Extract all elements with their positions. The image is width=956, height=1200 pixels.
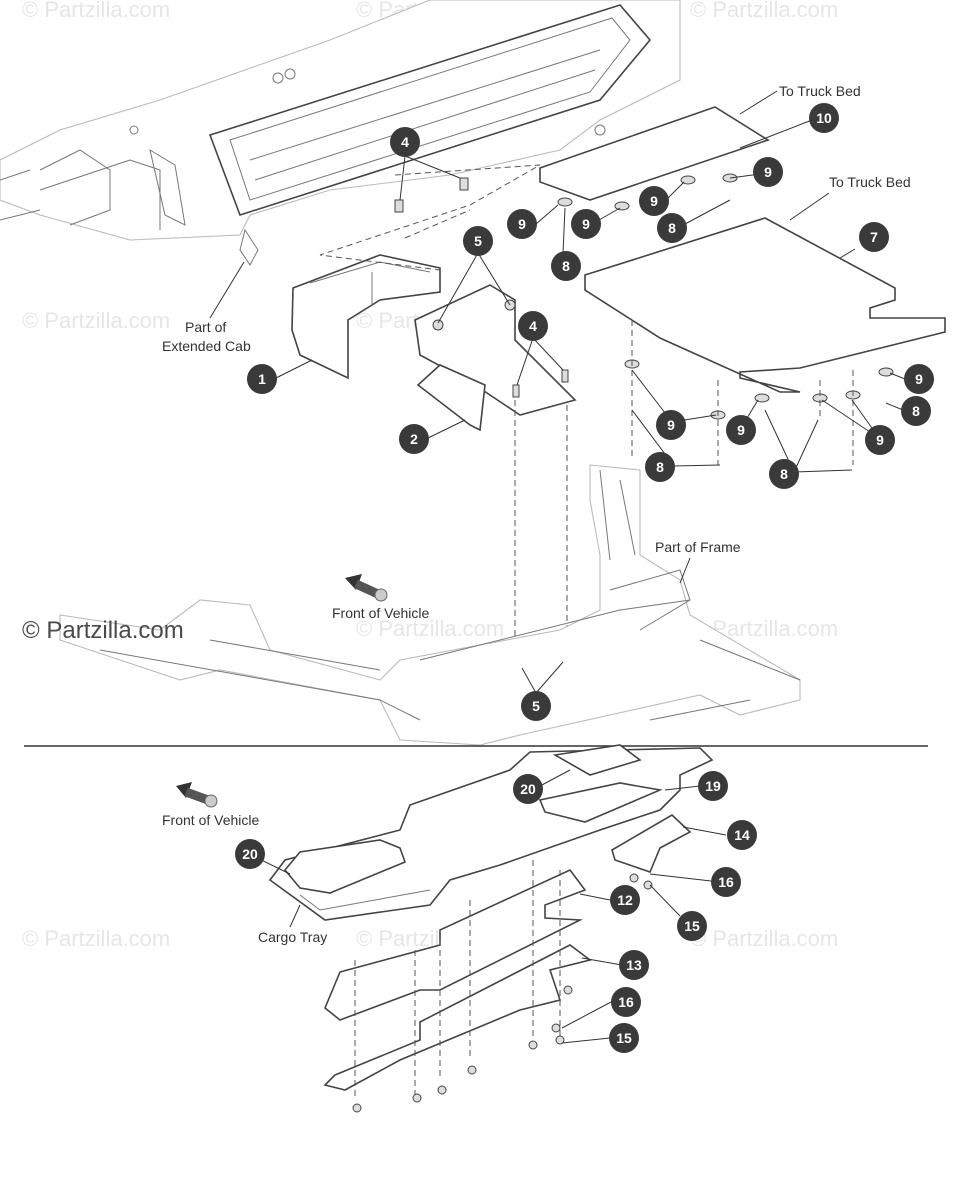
svg-text:8: 8 — [562, 258, 570, 274]
callout-8: 8 — [645, 452, 675, 482]
watermark: © Partzilla.com — [690, 0, 838, 22]
svg-text:8: 8 — [912, 403, 920, 419]
fasteners-bottom — [352, 873, 653, 1113]
svg-text:9: 9 — [650, 193, 658, 209]
callout-layer: 1 2 4 4 5 5 7 8 8 8 8 8 9 9 9 9 9 9 9 9 … — [235, 103, 934, 1053]
callout-4: 4 — [390, 127, 420, 157]
callout-9: 9 — [726, 415, 756, 445]
callout-9: 9 — [865, 425, 895, 455]
callout-9: 9 — [507, 209, 537, 239]
watermark: © Partzilla.com — [22, 0, 170, 22]
callout-9: 9 — [753, 157, 783, 187]
svg-text:13: 13 — [626, 957, 642, 973]
callout-9: 9 — [639, 186, 669, 216]
callout-15: 15 — [609, 1023, 639, 1053]
callout-16: 16 — [611, 987, 641, 1017]
watermark-main: © Partzilla.com — [22, 617, 184, 644]
part-13-plate — [323, 944, 592, 1091]
part-12-plate — [324, 869, 587, 1021]
callout-19: 19 — [698, 771, 728, 801]
label-front-of-vehicle-2: Front of Vehicle — [162, 812, 259, 828]
callout-9: 9 — [656, 410, 686, 440]
watermark: © Partzilla.com — [690, 926, 838, 951]
label-part-of: Part of — [185, 319, 226, 335]
extended-cab-drawing — [0, 0, 681, 266]
callout-15: 15 — [677, 911, 707, 941]
watermark: © Partzilla.com — [22, 308, 170, 333]
svg-text:9: 9 — [737, 422, 745, 438]
callout-5: 5 — [463, 226, 493, 256]
callout-20: 20 — [235, 839, 265, 869]
callout-13: 13 — [619, 950, 649, 980]
label-to-truck-bed-2: To Truck Bed — [829, 174, 911, 190]
label-front-of-vehicle-1: Front of Vehicle — [332, 605, 429, 621]
label-cargo-tray: Cargo Tray — [258, 929, 327, 945]
svg-text:10: 10 — [816, 110, 832, 126]
label-extended-cab: Extended Cab — [162, 338, 251, 354]
svg-text:12: 12 — [617, 892, 633, 908]
callout-12: 12 — [610, 885, 640, 915]
svg-text:14: 14 — [734, 827, 750, 843]
callout-1: 1 — [247, 364, 277, 394]
callout-7: 7 — [859, 222, 889, 252]
svg-text:9: 9 — [518, 216, 526, 232]
svg-text:16: 16 — [618, 994, 634, 1010]
svg-text:5: 5 — [532, 698, 540, 714]
callout-4: 4 — [518, 311, 548, 341]
callout-2: 2 — [399, 424, 429, 454]
svg-text:19: 19 — [705, 778, 721, 794]
svg-text:5: 5 — [474, 233, 482, 249]
callout-5: 5 — [521, 691, 551, 721]
svg-text:20: 20 — [242, 846, 258, 862]
label-to-truck-bed-1: To Truck Bed — [779, 83, 861, 99]
callout-10: 10 — [809, 103, 839, 133]
svg-text:15: 15 — [616, 1030, 632, 1046]
svg-text:7: 7 — [870, 229, 878, 245]
frame-drawing — [59, 464, 801, 746]
watermark: © Partzilla.com — [356, 616, 504, 641]
callout-8: 8 — [551, 251, 581, 281]
callout-9: 9 — [904, 364, 934, 394]
front-arrow-icon — [176, 782, 218, 808]
part-10-plate — [539, 106, 770, 201]
svg-text:15: 15 — [684, 918, 700, 934]
part-14-plate — [611, 814, 692, 873]
callout-9: 9 — [571, 209, 601, 239]
svg-text:9: 9 — [876, 432, 884, 448]
svg-text:9: 9 — [915, 371, 923, 387]
svg-text:20: 20 — [520, 781, 536, 797]
svg-text:9: 9 — [667, 417, 675, 433]
svg-text:1: 1 — [258, 371, 266, 387]
callout-8: 8 — [657, 213, 687, 243]
svg-text:8: 8 — [780, 466, 788, 482]
callout-16: 16 — [711, 867, 741, 897]
svg-text:4: 4 — [401, 134, 409, 150]
front-arrow-icon — [345, 574, 388, 602]
svg-text:2: 2 — [410, 431, 418, 447]
hidden-line-box — [319, 164, 541, 271]
svg-text:8: 8 — [656, 459, 664, 475]
callout-8: 8 — [901, 396, 931, 426]
svg-text:16: 16 — [718, 874, 734, 890]
svg-text:8: 8 — [668, 220, 676, 236]
cargo-tray-drawing — [268, 744, 714, 921]
svg-text:9: 9 — [764, 164, 772, 180]
part-7-plate — [584, 217, 946, 393]
callout-20: 20 — [513, 774, 543, 804]
label-part-of-frame: Part of Frame — [655, 539, 741, 555]
part-2-shield — [414, 284, 577, 432]
callout-8: 8 — [769, 459, 799, 489]
callout-14: 14 — [727, 820, 757, 850]
svg-text:4: 4 — [529, 318, 537, 334]
svg-text:9: 9 — [582, 216, 590, 232]
washers — [557, 173, 894, 420]
watermark: © Partzilla.com — [22, 926, 170, 951]
